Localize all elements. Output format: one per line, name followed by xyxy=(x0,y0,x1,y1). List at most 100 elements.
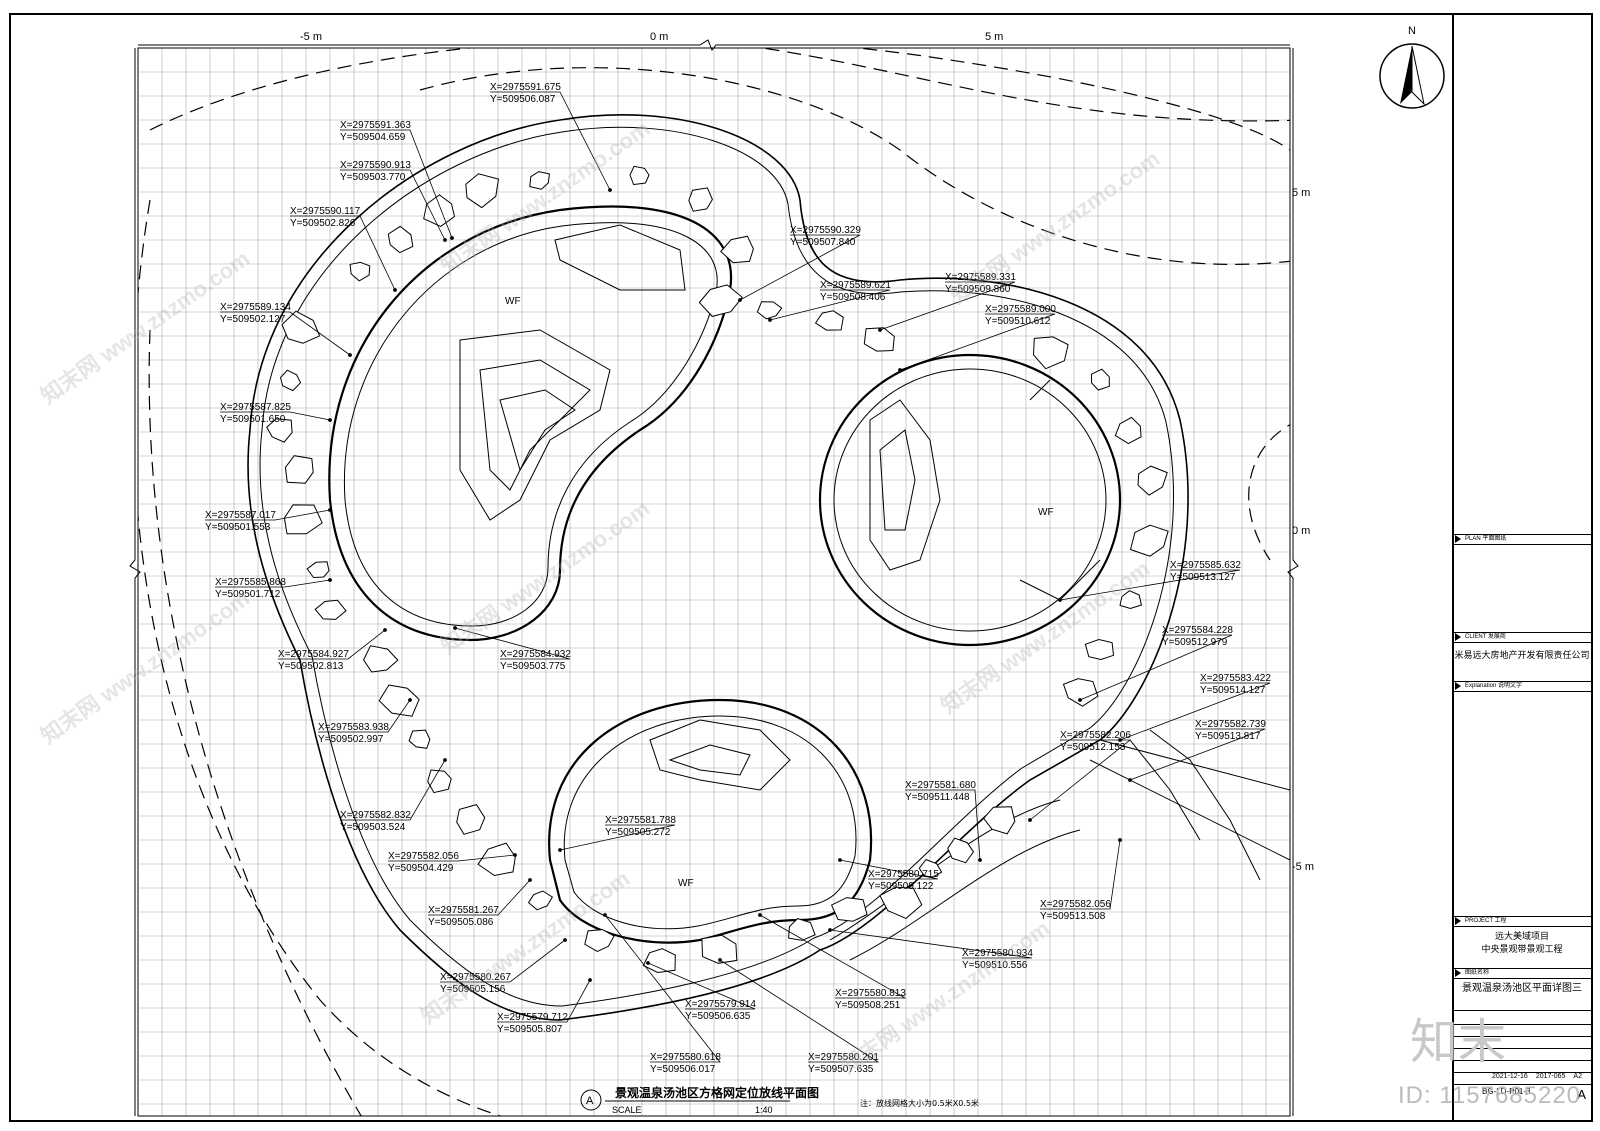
pool-wf-left-inner xyxy=(343,222,718,627)
tb-client: CLIENT 发展商 米易远大房地产开发有限责任公司 xyxy=(1452,632,1592,662)
boulder xyxy=(698,284,743,317)
leader-line xyxy=(1079,634,1233,701)
coordinate-point xyxy=(1078,698,1082,702)
boulder xyxy=(314,599,347,620)
boulder xyxy=(1084,638,1115,661)
scale-right-0: 0 m xyxy=(1292,525,1310,537)
title-text: 景观温泉汤池区方格网定位放线平面图 xyxy=(615,1085,819,1100)
boulder xyxy=(918,859,943,878)
leader-line xyxy=(440,939,566,983)
leader-line xyxy=(647,962,756,1010)
left-pool-steps xyxy=(459,224,686,521)
leader-line xyxy=(497,979,591,1023)
coordinate-point xyxy=(450,236,454,240)
tb-row5 xyxy=(1452,1060,1592,1061)
north-arrow: N xyxy=(1379,25,1445,109)
leader-line xyxy=(318,699,411,733)
coordinate-point xyxy=(718,958,722,962)
leader-line xyxy=(879,281,1016,331)
boulder xyxy=(879,886,923,919)
boulder xyxy=(408,729,431,749)
boulder xyxy=(629,165,650,186)
leader-line xyxy=(759,914,907,999)
boulder xyxy=(349,261,371,282)
boulder xyxy=(720,235,754,264)
boulder xyxy=(701,934,738,964)
scale-value: 1:40 xyxy=(755,1105,773,1115)
brand-logo: 知末 xyxy=(1410,1014,1507,1070)
zone-label-left: WF xyxy=(505,296,521,307)
leader-line xyxy=(490,91,611,191)
scale-top-0: 0 m xyxy=(650,31,668,43)
leader-line xyxy=(454,627,571,660)
coordinate-point xyxy=(1118,738,1122,742)
tb-client-head: CLIENT 发展商 xyxy=(1465,634,1506,640)
sheet-border xyxy=(9,13,1593,1122)
coordinate-point xyxy=(383,628,387,632)
walkway-south xyxy=(829,799,1081,961)
scale-top-5: 5 m xyxy=(985,31,1003,43)
grid-note: 注：放线网格大小为0.5米X0.5米 xyxy=(860,1098,979,1108)
coordinate-point xyxy=(603,913,607,917)
boulder xyxy=(863,327,895,352)
boulder xyxy=(477,842,516,877)
coordinate-point xyxy=(828,928,832,932)
tb-number: BG-LD-P01-3 A xyxy=(1452,1084,1592,1102)
boulder xyxy=(378,684,420,717)
leader-line xyxy=(1059,569,1241,601)
leader-line xyxy=(1040,839,1121,910)
coordinate-point xyxy=(1118,838,1122,842)
leader-line xyxy=(340,759,446,821)
leader-line xyxy=(739,234,861,301)
tb-row2 xyxy=(1452,1024,1592,1025)
coordinate-point xyxy=(328,578,332,582)
coordinate-point xyxy=(443,758,447,762)
scale-word: SCALE xyxy=(612,1105,642,1115)
coordinate-point xyxy=(1028,818,1032,822)
boulder xyxy=(830,897,868,922)
scale-right-neg5: -5 m xyxy=(1292,861,1314,873)
coordinate-point xyxy=(408,698,412,702)
tb-client-name: 米易远大房地产开发有限责任公司 xyxy=(1454,650,1590,660)
drawing-title: A 景观温泉汤池区方格网定位放线平面图 SCALE 1:40 注：放线网格大小为… xyxy=(580,1085,979,1115)
coordinate-point xyxy=(608,188,612,192)
boulder xyxy=(279,369,302,392)
coordinate-point xyxy=(1128,778,1132,782)
boulder xyxy=(465,173,500,209)
boulder xyxy=(642,948,676,974)
pool-outer-boundary xyxy=(247,114,1189,1021)
leader-line xyxy=(205,509,331,521)
boulder xyxy=(1062,678,1099,707)
coordinate-point xyxy=(768,318,772,322)
leader-line xyxy=(220,411,331,421)
coordinate-point xyxy=(513,853,517,857)
scale-right-5: 5 m xyxy=(1292,187,1310,199)
coordinate-point xyxy=(758,913,762,917)
tb-explanation-head: Explanation 说明文字 xyxy=(1465,683,1523,689)
tb-rows xyxy=(1452,1010,1592,1011)
tb-dates: 2021-12-16 2017-065 A2 xyxy=(1452,1072,1592,1080)
tb-row4 xyxy=(1452,1048,1592,1049)
boulder xyxy=(284,455,314,484)
boulder xyxy=(983,806,1016,835)
leader-line xyxy=(604,914,721,1063)
